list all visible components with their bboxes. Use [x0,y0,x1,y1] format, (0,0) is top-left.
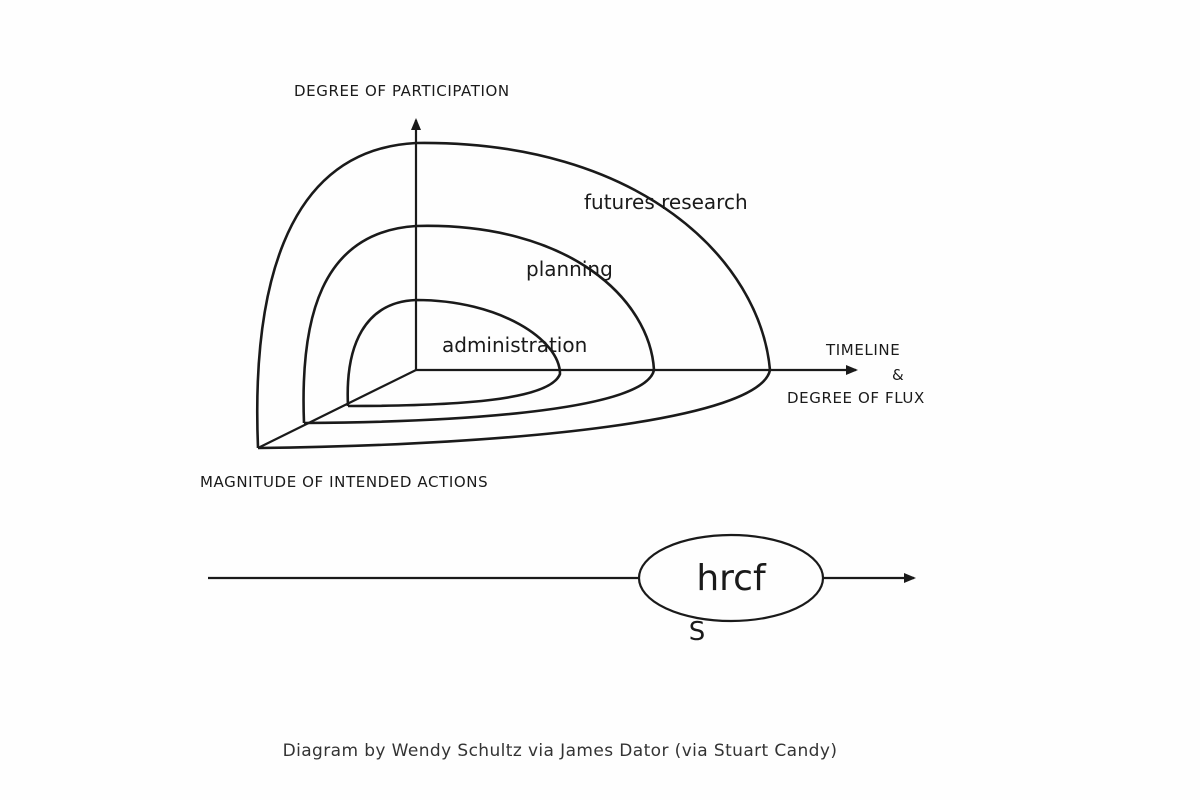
inner-shell-administration [346,298,562,408]
middle-shell-planning [302,224,656,425]
magnitude-axis [257,369,417,449]
flux-axis-label: DEGREE OF FLUX [787,389,925,407]
diagram-credit: Diagram by Wendy Schultz via James Dator… [283,741,838,761]
magnitude-axis-label: MAGNITUDE OF INTENDED ACTIONS [200,473,488,491]
timeline-axis-ampersand: & [892,366,904,384]
region-label-futures-research: futures research [584,190,748,214]
participation-axis-label: DEGREE OF PARTICIPATION [294,82,510,100]
region-label-planning: planning [526,257,613,281]
timeline-node-label: hrcf [696,558,767,599]
timeline-axis-label: TIMELINE [825,341,900,359]
region-label-administration: administration [442,333,587,357]
timeline-sub-label: S [689,617,706,647]
outer-shell-futures-research [255,141,772,450]
